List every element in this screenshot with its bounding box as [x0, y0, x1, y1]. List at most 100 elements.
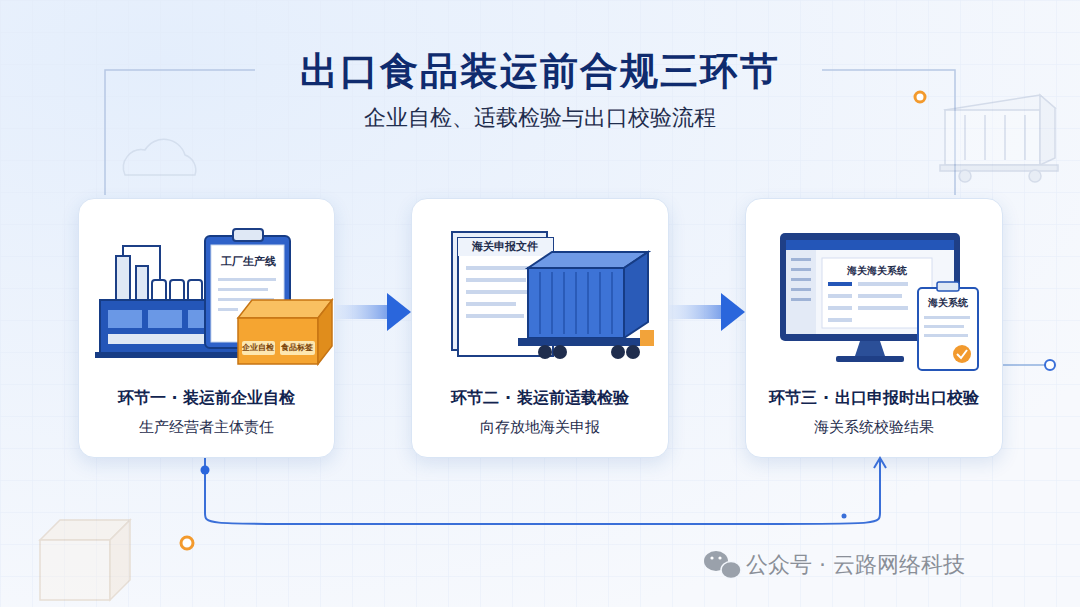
step-title: 环节一 · 装运前企业自检	[85, 387, 328, 409]
title-frame-line	[105, 70, 255, 195]
customs-system-illustration	[791, 288, 811, 291]
container-illustration	[452, 232, 547, 350]
customs-system-illustration	[828, 306, 852, 310]
factory-illustration	[211, 245, 284, 342]
factory-illustration	[95, 229, 332, 364]
subtitle: 企业自检、适载检验与出口校验流程	[364, 106, 716, 130]
factory-illustration	[242, 341, 275, 355]
container-illustration	[551, 272, 553, 334]
customs-system-illustration	[786, 250, 816, 334]
step-note: 海关系统校验结果	[752, 417, 996, 437]
faded-truck	[940, 165, 1058, 171]
container-illustration	[538, 345, 552, 359]
customs-system-illustration	[791, 278, 811, 281]
faded-box	[40, 540, 110, 600]
path-dot	[842, 514, 847, 519]
factory-illustration	[108, 334, 212, 344]
container-illustration	[599, 272, 601, 334]
connector-dot-decor	[1003, 360, 1055, 370]
container-illustration	[518, 338, 650, 346]
container-illustration	[528, 268, 624, 338]
step-title: 环节二 · 装运前适载检验	[418, 387, 662, 409]
customs-system-illustration	[791, 268, 811, 271]
loop-connector	[205, 458, 880, 524]
factory-illustration	[218, 288, 268, 291]
factory-illustration	[218, 308, 238, 311]
factory-illustration	[233, 229, 263, 241]
customs-system-illustration	[828, 294, 852, 298]
container-illustration	[528, 252, 648, 268]
factory-illustration	[318, 300, 332, 364]
customs-system-illustration	[780, 233, 960, 341]
container-illustration	[452, 232, 654, 359]
factory-illustration	[188, 310, 212, 328]
factory-illustration	[152, 280, 166, 302]
customs-system-illustration	[786, 240, 954, 250]
faded-truck	[1024, 115, 1026, 160]
flow-arrow	[335, 305, 411, 319]
factory-illustration	[188, 280, 202, 302]
container-illustration	[458, 238, 553, 356]
step-note: 生产经营者主体责任	[85, 417, 328, 437]
factory-illustration	[218, 298, 274, 301]
container-illustration	[466, 278, 526, 282]
faded-truck	[1029, 170, 1041, 182]
factory-illustration	[280, 341, 315, 355]
customs-system-illustration	[918, 288, 978, 370]
card-text: 环节三 · 出口申报时出口校验海关系统校验结果	[752, 387, 996, 437]
customs-system-illustration	[937, 282, 959, 291]
faded-box	[110, 520, 130, 600]
container-illustration	[466, 302, 516, 306]
customs-system-illustration	[791, 298, 811, 301]
container-illustration	[458, 238, 553, 256]
step-card: 环节二 · 装运前适载检验向存放地海关申报	[411, 198, 669, 458]
container-illustration	[466, 290, 532, 294]
factory-illustration	[170, 280, 184, 302]
title-frame-line	[105, 70, 955, 195]
card-text: 环节二 · 装运前适载检验向存放地海关申报	[418, 387, 662, 437]
customs-system-illustration	[791, 258, 811, 261]
factory-illustration	[100, 300, 270, 354]
factory-illustration	[205, 236, 290, 348]
faded-cloud	[123, 139, 195, 175]
connector-dot-decor	[1003, 364, 1045, 366]
step-card: 环节一 · 装运前企业自检生产经营者主体责任	[78, 198, 335, 458]
title-frame-line	[822, 70, 955, 195]
customs-system-illustration	[828, 282, 852, 286]
factory-illustration	[148, 310, 182, 328]
orange-ring	[181, 537, 193, 549]
factory-illustration	[116, 256, 130, 302]
faded-truck	[964, 115, 966, 160]
faded-box	[40, 520, 130, 600]
faded-truck	[984, 115, 986, 160]
customs-system-illustration	[858, 294, 902, 298]
container-illustration	[553, 345, 567, 359]
container-illustration	[611, 272, 613, 334]
faded-truck	[959, 170, 971, 182]
start-dot	[201, 466, 210, 475]
container-illustration	[575, 272, 577, 334]
customs-system-illustration	[786, 240, 954, 334]
faded-cloud	[123, 139, 195, 175]
container-illustration	[466, 314, 524, 318]
factory-illustration	[238, 318, 318, 364]
customs-system-illustration	[828, 318, 852, 322]
faded-truck	[1040, 95, 1055, 165]
wechat-icon	[710, 556, 713, 559]
wechat-icon	[704, 551, 741, 579]
customs-system-illustration	[924, 316, 970, 319]
diagram-title: 出口食品装运前合规三环节	[0, 46, 1080, 96]
orange-ring	[915, 92, 925, 102]
customs-system-illustration	[836, 356, 904, 362]
container-illustration	[626, 345, 640, 359]
wechat-icon	[721, 562, 741, 579]
customs-system-illustration	[858, 306, 908, 310]
customs-system-illustration	[957, 350, 967, 358]
customs-system-illustration	[924, 325, 964, 328]
factory-illustration	[95, 352, 275, 358]
watermark: 公众号 · 云路网络科技	[746, 553, 965, 577]
